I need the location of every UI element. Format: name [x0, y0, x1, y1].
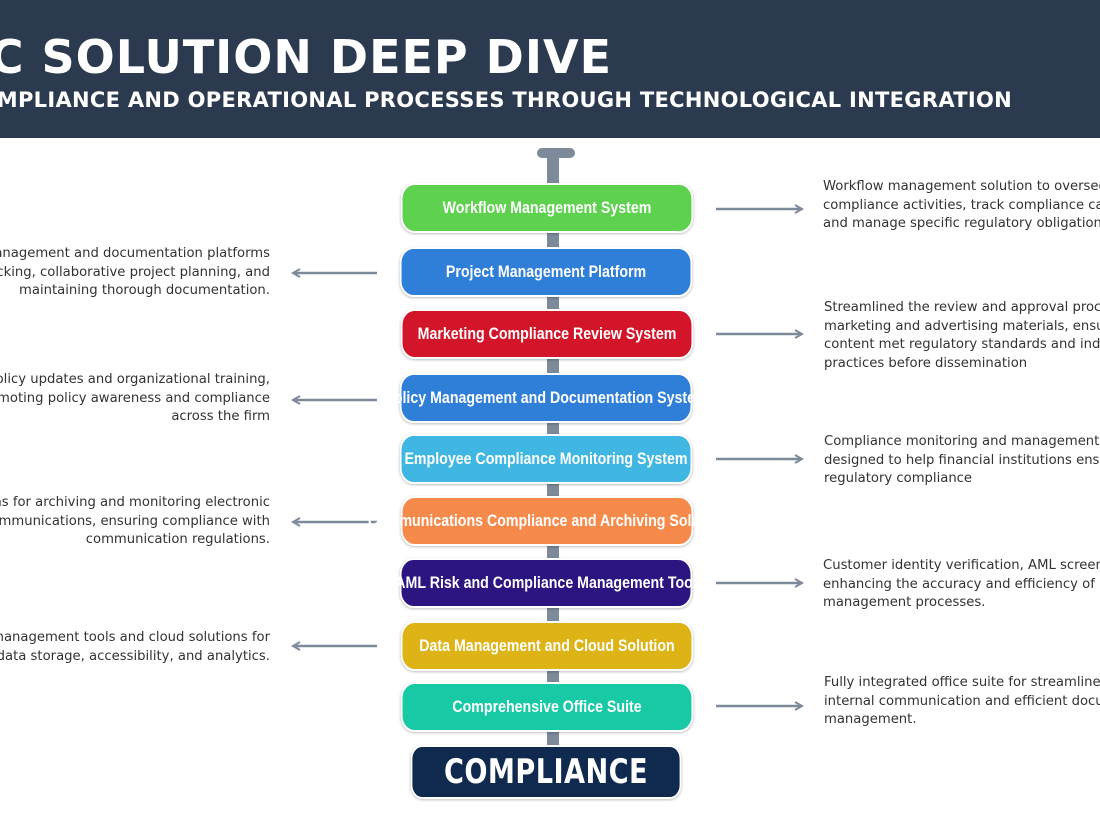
page-title: EGIC SOLUTION DEEP DIVE: [0, 30, 612, 84]
desc-office: Fully integrated office suite for stream…: [824, 675, 1100, 727]
step-marketing-compliance: Marketing Compliance Review System: [400, 309, 694, 359]
compliance-base: COMPLIANCE: [410, 745, 682, 799]
step-label: AML Risk and Compliance Management Tool: [395, 573, 697, 592]
desc-communications: ions for archiving and monitoring electr…: [0, 495, 270, 547]
step-label: Marketing Compliance Review System: [417, 324, 677, 343]
spine-cap: [537, 148, 575, 158]
step-label: Workflow Management System: [442, 198, 652, 217]
desc-employee: Compliance monitoring and management to …: [824, 434, 1100, 486]
desc-workflow: Workflow management solution to oversee …: [823, 179, 1100, 231]
step-employee-compliance: Employee Compliance Monitoring System: [399, 434, 693, 484]
step-label: Communications Compliance and Archiving …: [367, 511, 727, 530]
step-label: Employee Compliance Monitoring System: [404, 449, 688, 468]
step-office-suite: Comprehensive Office Suite: [400, 682, 694, 732]
step-policy-management: Policy Management and Documentation Syst…: [384, 373, 708, 423]
step-communications-compliance: Communications Compliance and Archiving …: [368, 496, 726, 546]
desc-aml: Customer identity verification, AML scre…: [823, 558, 1100, 610]
step-workflow-management: Workflow Management System: [400, 183, 694, 233]
step-aml-risk: AML Risk and Compliance Management Tool: [395, 558, 697, 608]
desc-marketing: Streamlined the review and approval proc…: [824, 300, 1100, 371]
desc-policy: Policy updates and organizational traini…: [0, 372, 270, 424]
desc-data: a management tools and cloud solutions f…: [0, 630, 270, 664]
step-data-management: Data Management and Cloud Solution: [400, 621, 694, 671]
step-project-management: Project Management Platform: [399, 247, 693, 297]
desc-project: Management and documentation platforms t…: [0, 246, 270, 298]
header-banner: EGIC SOLUTION DEEP DIVE G COMPLIANCE AND…: [0, 0, 1100, 138]
base-label: COMPLIANCE: [444, 752, 648, 792]
step-label: Data Management and Cloud Solution: [419, 636, 675, 655]
step-label: Policy Management and Documentation Syst…: [384, 388, 708, 407]
step-label: Project Management Platform: [445, 262, 647, 281]
step-label: Comprehensive Office Suite: [452, 697, 642, 716]
page-subtitle: G COMPLIANCE AND OPERATIONAL PROCESSES T…: [0, 88, 1012, 112]
